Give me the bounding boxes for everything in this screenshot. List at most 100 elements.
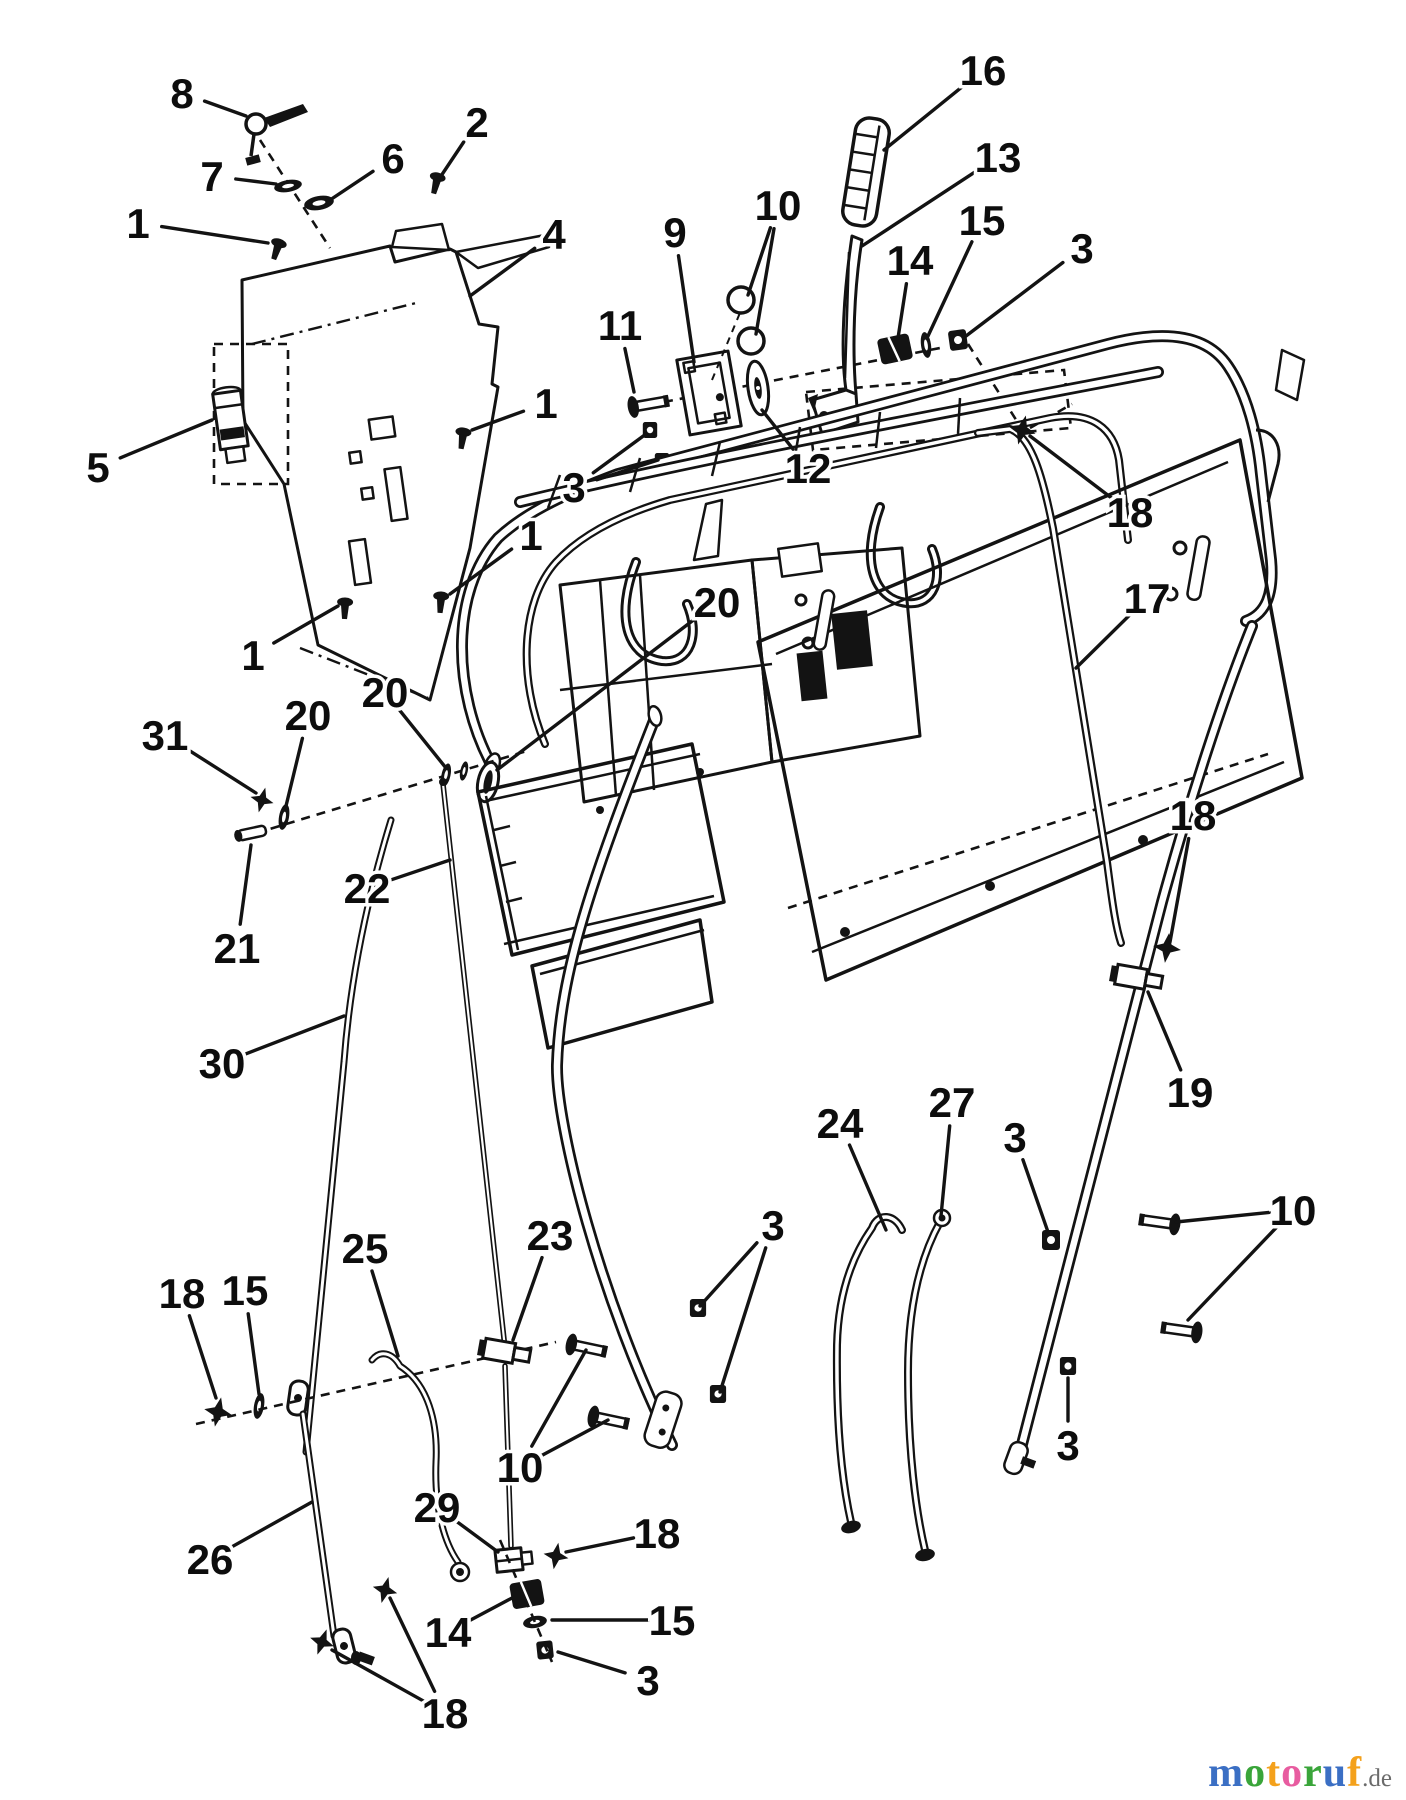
- control-panel-plate: [212, 222, 551, 702]
- right-rod-group: [837, 411, 1252, 1562]
- callout-3-48: 3: [1056, 1422, 1079, 1469]
- callout-17-20: 17: [1124, 575, 1171, 622]
- throttle-bracket-dashed: [804, 368, 1073, 452]
- screw-part-1a: [266, 236, 288, 262]
- leader-line-22: [388, 858, 452, 882]
- leader-line-3: [964, 260, 1065, 338]
- leader-line-3: [1021, 1157, 1050, 1234]
- ferrule-part-19: [1107, 961, 1165, 994]
- upper-handle-assembly: [462, 336, 1306, 780]
- leader-line-14: [896, 282, 909, 340]
- leader-line-10: [539, 1418, 610, 1458]
- callout-22-26: 22: [344, 865, 391, 912]
- leader-line-1: [159, 224, 270, 245]
- leader-line-20: [398, 709, 448, 770]
- leader-line-6: [328, 169, 375, 202]
- nut-3-right-1: [1042, 1230, 1060, 1250]
- leader-line-26: [229, 1500, 314, 1550]
- leader-line-21: [238, 843, 253, 926]
- leader-line-20: [284, 736, 305, 808]
- mount-box-dashed: [212, 342, 290, 486]
- watermark-letter-u: u: [1322, 1750, 1348, 1796]
- leader-line-18: [1168, 836, 1191, 944]
- leader-line-1: [448, 547, 514, 596]
- callout-24-31: 24: [817, 1100, 864, 1147]
- callout-10-8: 10: [755, 182, 802, 229]
- leader-line-10: [1174, 1210, 1271, 1224]
- callout-20-22: 20: [694, 579, 741, 626]
- leader-line-23: [511, 1255, 544, 1342]
- callout-14-44: 14: [425, 1609, 472, 1656]
- leader-line-29: [454, 1519, 500, 1554]
- callout-10-40: 10: [497, 1444, 544, 1491]
- callout-4-5: 4: [542, 211, 566, 258]
- leader-line-19: [1146, 990, 1183, 1072]
- disc-part-12: [745, 359, 771, 417]
- watermark-letter-o: o: [1244, 1750, 1267, 1796]
- callout-8-0: 8: [170, 70, 193, 117]
- leader-line-25: [370, 1269, 400, 1358]
- watermark-letter-m: m: [1208, 1750, 1245, 1796]
- callout-1-14: 1: [534, 380, 557, 427]
- nut-3-left-2: [709, 1385, 727, 1403]
- callout-12-17: 12: [785, 445, 832, 492]
- bolt-part-11: [624, 388, 672, 420]
- callout-13-7: 13: [975, 134, 1022, 181]
- callout-15-10: 15: [959, 197, 1006, 244]
- watermark-motoruf: motoruf.de: [1208, 1752, 1392, 1794]
- bolt-10-left-1: [562, 1331, 611, 1364]
- leader-line-18: [187, 1314, 218, 1400]
- leader-line-11: [623, 346, 636, 394]
- leader-line-10: [530, 1348, 588, 1448]
- leader-line-3: [595, 458, 660, 482]
- tube-end-right: [1003, 1440, 1037, 1476]
- leader-line-8: [202, 99, 248, 118]
- brace-part-24: [837, 1217, 902, 1522]
- callout-2-1: 2: [465, 99, 488, 146]
- left-rod-group: [195, 704, 727, 1667]
- callout-15-37: 15: [222, 1267, 269, 1314]
- callout-18-36: 18: [159, 1270, 206, 1317]
- handle-bracket-tab: [1274, 348, 1306, 402]
- leader-line-10: [746, 226, 773, 297]
- leader-line-30: [242, 1014, 346, 1057]
- callout-16-6: 16: [960, 47, 1007, 94]
- callout-18-29: 18: [1170, 792, 1217, 839]
- callout-5-15: 5: [86, 444, 109, 491]
- watermark-letter-t: t: [1266, 1750, 1282, 1796]
- callout-7-3: 7: [200, 153, 223, 200]
- motor-block: [558, 498, 922, 814]
- callout-27-32: 27: [929, 1079, 976, 1126]
- callout-29-42: 29: [414, 1484, 461, 1531]
- leader-line-13: [860, 168, 980, 248]
- callout-18-43: 18: [634, 1510, 681, 1557]
- leader-line-3: [556, 1650, 627, 1675]
- callout-11-13: 11: [598, 302, 642, 349]
- leader-line-1: [470, 409, 526, 432]
- mount-plates: [476, 742, 726, 1050]
- switch-plate-part-9: [675, 349, 743, 437]
- grip-part-16: [841, 116, 891, 228]
- spacer-part-14a: [875, 331, 915, 367]
- block-part-29: [493, 1546, 534, 1574]
- bolt-10-right-2: [1158, 1315, 1206, 1346]
- leader-line-3: [718, 1246, 768, 1394]
- watermark-letter-o: o: [1281, 1750, 1304, 1796]
- leader-line-10: [754, 226, 776, 336]
- washer-part-7: [274, 179, 302, 193]
- callout-1-19: 1: [519, 512, 542, 559]
- ring-part-10b: [736, 326, 766, 356]
- handle-hook: [1255, 428, 1281, 503]
- callout-31-23: 31: [142, 712, 189, 759]
- leader-line-7: [234, 177, 278, 186]
- callout-3-46: 3: [636, 1657, 659, 1704]
- leader-line-31: [183, 746, 258, 795]
- washer-part-6: [304, 195, 334, 211]
- tube-end-left: [643, 1390, 683, 1449]
- watermark-letter-r: r: [1303, 1750, 1323, 1796]
- leader-line-17: [1074, 613, 1132, 670]
- leader-line-27: [939, 1124, 952, 1218]
- leader-line-20: [495, 614, 700, 772]
